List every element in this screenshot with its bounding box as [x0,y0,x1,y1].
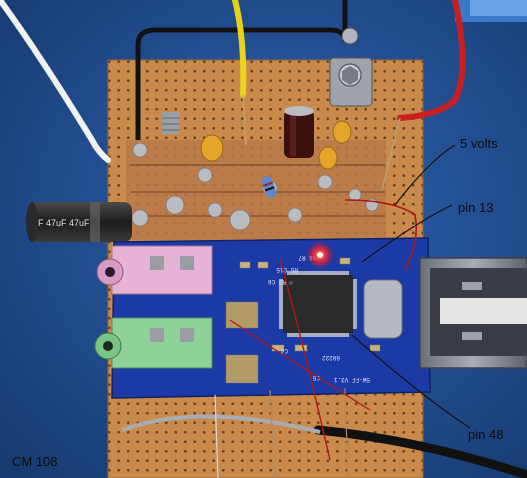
label-pin-13: pin 13 [458,200,494,215]
label-pin-48: pin 48 [468,427,504,442]
cm108-chip [279,271,357,337]
audio-jack-green [94,317,213,369]
white-wire [0,0,111,163]
label-cm-108: CM 108 [12,454,58,469]
svg-text:R3 C6: R3 C6 [268,278,286,285]
svg-text:C4: C4 [280,347,288,354]
red-led [317,252,323,258]
screw-terminal [329,27,373,107]
svg-text:R5 C15: R5 C15 [276,266,298,273]
pointer-pin-13 [361,204,453,263]
ceramic-capacitors [200,120,352,170]
label-5-volts: 5 volts [460,136,498,151]
audio-jack-pink [96,245,213,295]
capacitor-marking: F 47uF 47uF [38,218,90,228]
pointer-5-volts [394,144,456,206]
red-wire [397,0,466,121]
pcb-board-name: SW-FF V3.1 [334,376,370,383]
yellow-wire [232,0,247,98]
copper-pad-area [126,140,386,240]
bottom-black-cable [313,425,527,478]
crystal-oscillator [363,279,403,339]
blue-cylinder [455,0,527,22]
red-jumper-wire [279,259,331,461]
resistor [261,176,277,198]
usb-connector [419,257,527,369]
mounting-screw [162,112,180,134]
electrolytic-capacitor-47uf: F 47uF 47uF [26,202,132,242]
svg-text:C5: C5 [312,374,320,381]
pointer-pin-48 [351,334,471,429]
electrolytic-capacitor-upright [284,106,314,158]
smd-components [225,257,381,384]
pcb-part-number: 60222 [322,354,340,361]
bottom-tinned-wire [121,414,321,434]
